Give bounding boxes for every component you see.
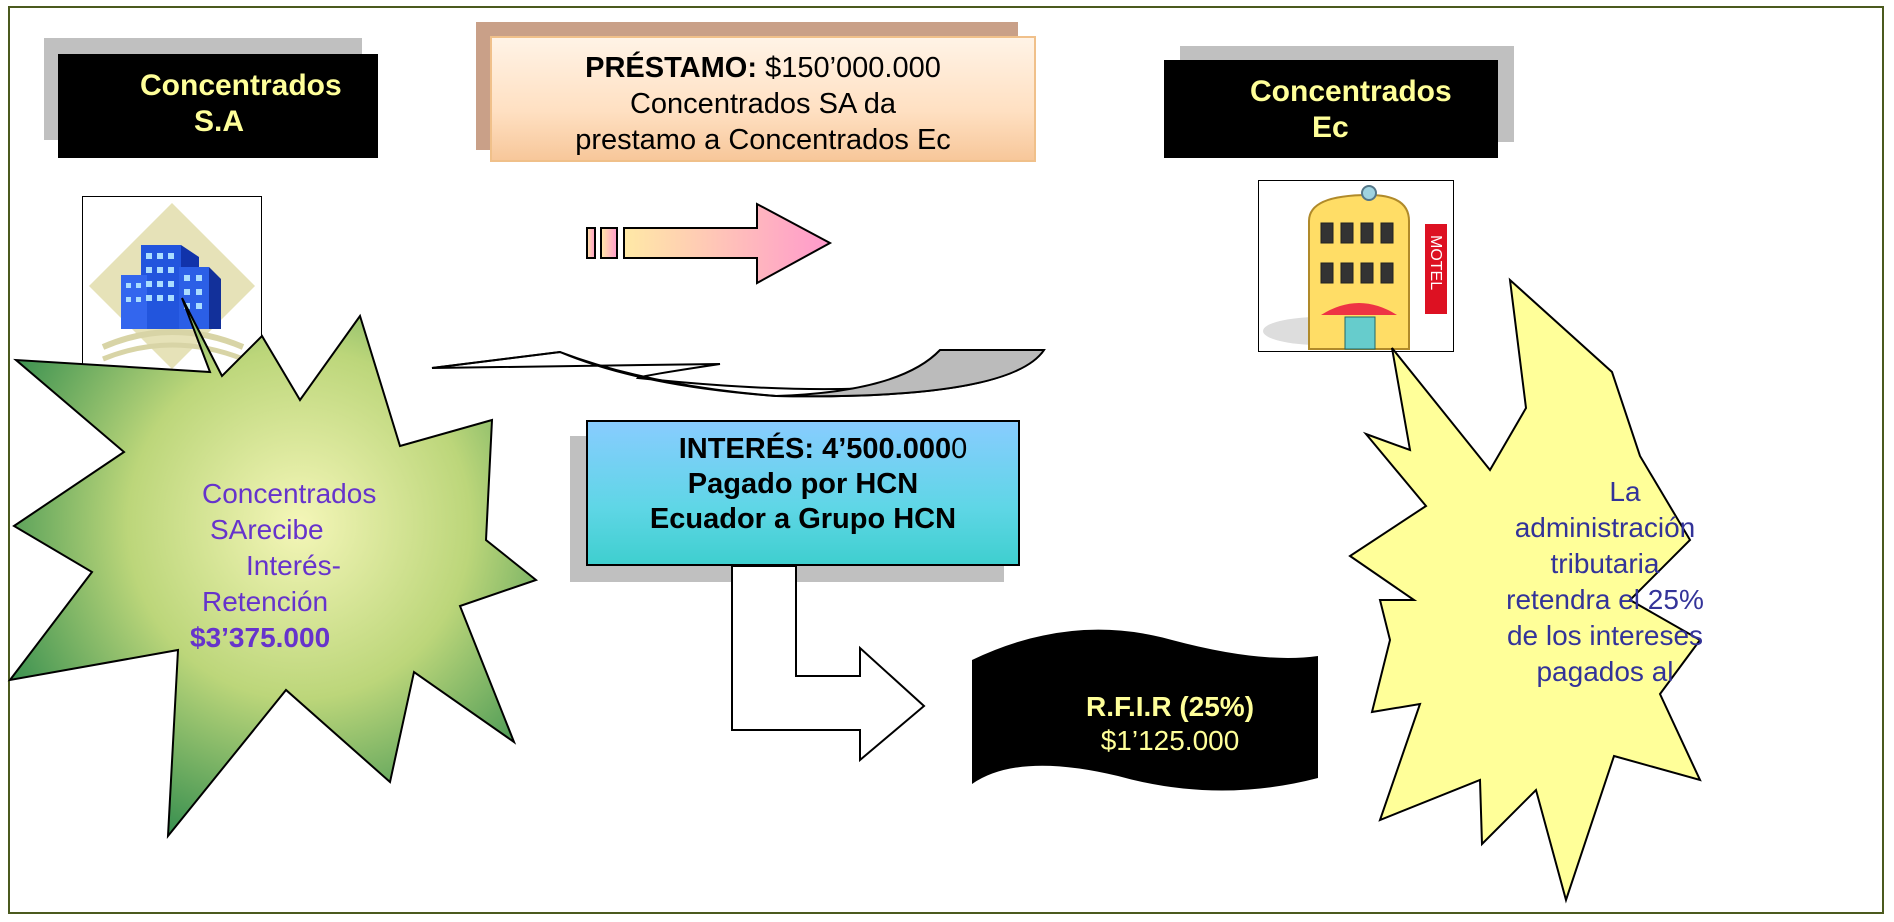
left-entity-line2: S.A [194,105,245,138]
interest-label-tail: 0 [951,433,968,465]
loan-line2: Concentrados SA da [629,88,896,120]
receiver-line1: Concentrados [202,478,377,509]
loan-box: PRÉSTAMO: $150’000.000 Concentrados SA d… [490,36,1036,162]
loan-amount: $150’000.000 [765,52,941,84]
tax-line1: La [1609,476,1641,507]
interest-box: INTERÉS: 4’500.0000 Pagado por HCN Ecuad… [586,420,1020,566]
right-icon-box: MOTEL [1258,180,1454,352]
left-entity-box: Concentrados S.A [58,54,378,158]
right-entity-box: Concentrados Ec [1164,60,1498,158]
loan-line1: PRÉSTAMO: $150’000.000 [492,50,1034,86]
motel-sign-text: MOTEL [1427,235,1444,290]
receiver-amount: $3’375.000 [190,622,331,653]
tax-line3: tributaria [1550,548,1660,579]
right-starburst [1348,277,1702,904]
interest-label: INTERÉS: 4’500.000 [678,433,952,465]
bent-arrow [731,565,926,763]
rfir-amount: $1’125.000 [1100,725,1240,756]
receiver-star-text: Concentrados SArecibe Interés- Retención… [190,476,430,656]
receiver-line4: Retención [202,586,329,617]
curved-return-arrow [431,349,1046,398]
rfir-label: R.F.I.R (25%) [1085,691,1255,722]
tax-line2: administración [1514,512,1696,543]
receiver-line3: Interés- [246,550,341,581]
motel-building-icon: MOTEL [1263,185,1449,350]
rfir-banner [972,629,1318,791]
receiver-line2: SArecibe [210,514,324,545]
loan-arrow [586,202,833,285]
office-buildings-icon [89,203,255,369]
loan-line3: prestamo a Concentrados Ec [575,124,951,156]
diagram-frame [8,6,1884,914]
interest-line1: INTERÉS: 4’500.0000 [588,432,1018,467]
rfir-text: R.F.I.R (25%) $1’125.000 [1060,690,1280,758]
interest-line3: Ecuador a Grupo HCN [649,503,957,535]
right-entity-line1: Concentrados [1250,75,1452,108]
tax-line5: de los intereses [1506,620,1704,651]
tax-line4: retendra el 25% [1506,584,1704,615]
interest-line2: Pagado por HCN [687,468,919,500]
tax-line6: pagados al [1536,656,1674,687]
left-starburst [7,297,539,840]
right-entity-line2: Ec [1312,111,1349,144]
loan-label: PRÉSTAMO: [585,52,757,84]
left-entity-line1: Concentrados [140,69,342,102]
tax-star-text: La administración tributaria retendra el… [1480,474,1730,690]
left-icon-box [82,196,262,376]
